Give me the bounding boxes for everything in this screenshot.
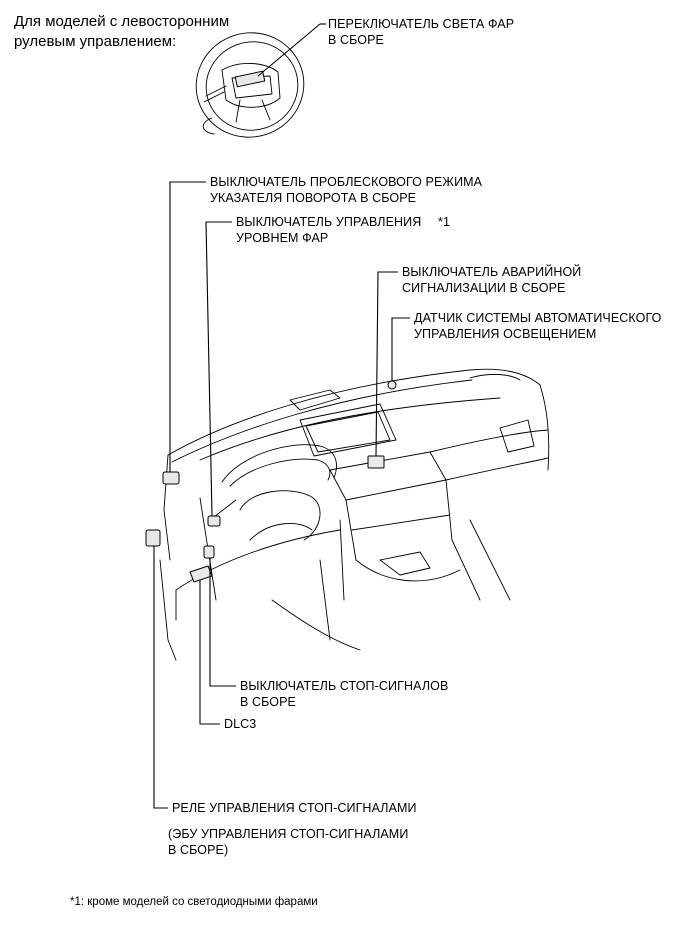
label-stop-ecu: (ЭБУ УПРАВЛЕНИЯ СТОП-СИГНАЛАМИ В СБОРЕ) bbox=[168, 827, 409, 857]
stop-relay-part bbox=[145, 529, 161, 547]
dlc3-part bbox=[189, 565, 213, 583]
footnote: *1: кроме моделей со светодиодными фарам… bbox=[70, 896, 318, 908]
label-stop-light-switch: ВЫКЛЮЧАТЕЛЬ СТОП-СИГНАЛОВ В СБОРЕ bbox=[240, 679, 449, 709]
header-caption: Для моделей с левосторонним рулевым упра… bbox=[14, 13, 230, 50]
turn-flasher-switch-part bbox=[162, 471, 180, 485]
label-leveling-switch: ВЫКЛЮЧАТЕЛЬ УПРАВЛЕНИЯ УРОВНЕМ ФАР bbox=[236, 215, 422, 245]
dashboard-outline bbox=[159, 368, 550, 661]
leader-lines bbox=[153, 181, 410, 809]
label-turn-flasher-switch: ВЫКЛЮЧАТЕЛЬ ПРОБЛЕСКОВОГО РЕЖИМА УКАЗАТЕ… bbox=[210, 175, 483, 205]
light-sensor-part bbox=[387, 380, 397, 390]
hazard-switch-part bbox=[367, 455, 385, 469]
steering-wheel-illustration bbox=[195, 32, 305, 138]
stop-light-switch-part bbox=[203, 545, 215, 559]
label-stop-relay: РЕЛЕ УПРАВЛЕНИЯ СТОП-СИГНАЛАМИ bbox=[172, 801, 417, 815]
label-dlc3: DLC3 bbox=[224, 717, 257, 731]
label-light-sensor: ДАТЧИК СИСТЕМЫ АВТОМАТИЧЕСКОГО УПРАВЛЕНИ… bbox=[414, 311, 662, 341]
label-leveling-note: *1 bbox=[438, 215, 451, 229]
label-hazard-switch: ВЫКЛЮЧАТЕЛЬ АВАРИЙНОЙ СИГНАЛИЗАЦИИ В СБО… bbox=[402, 265, 582, 295]
label-headlight-switch: ПЕРЕКЛЮЧАТЕЛЬ СВЕТА ФАР В СБОРЕ bbox=[328, 17, 515, 47]
leveling-switch-part bbox=[207, 515, 221, 527]
